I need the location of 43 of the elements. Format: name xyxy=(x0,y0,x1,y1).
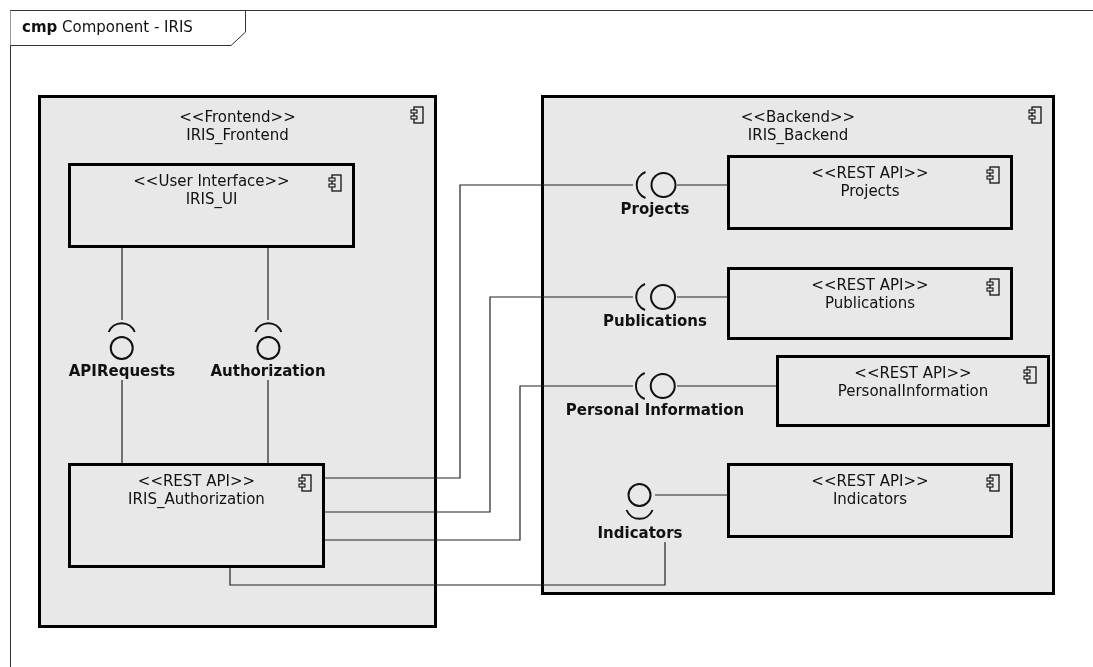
stereotype-label: <<REST API>> xyxy=(137,472,256,490)
interface-label: Personal Information xyxy=(565,401,745,419)
interface-label: Projects xyxy=(620,200,690,218)
connector-line xyxy=(676,385,777,387)
connector-line xyxy=(121,247,123,321)
stereotype-label: <<Backend>> xyxy=(740,108,856,126)
stereotype-label: <<REST API>> xyxy=(811,164,929,182)
component-name: IRIS_UI xyxy=(185,190,238,208)
component-box xyxy=(727,155,1013,230)
interface-label: APIRequests xyxy=(68,362,176,380)
connector-line xyxy=(676,296,728,298)
component-name: IRIS_Authorization xyxy=(128,490,265,508)
component-box xyxy=(727,267,1013,340)
connector-line xyxy=(229,541,666,586)
stereotype-label: <<REST API>> xyxy=(811,472,929,490)
stereotype-label: <<REST API>> xyxy=(811,276,929,294)
connector-line xyxy=(324,184,634,479)
component-name: Publications xyxy=(824,294,916,312)
component-name: Indicators xyxy=(832,490,908,508)
component-box xyxy=(68,163,355,248)
interface-label: Publications xyxy=(603,312,707,330)
connector-line xyxy=(654,494,728,496)
connector-line xyxy=(267,247,269,321)
stereotype-label: <<Frontend>> xyxy=(179,108,296,126)
interface-label: Indicators xyxy=(597,524,683,542)
component-box xyxy=(776,355,1050,427)
diagram-title: cmp Component - IRIS xyxy=(22,18,193,36)
component-name: IRIS_Frontend xyxy=(186,126,289,144)
connector-line xyxy=(267,379,269,464)
connector-line xyxy=(324,385,634,541)
stereotype-label: <<User Interface>> xyxy=(133,172,290,190)
connector-line xyxy=(324,296,634,513)
connector-line xyxy=(676,184,728,186)
component-box xyxy=(68,463,325,568)
component-name: IRIS_Backend xyxy=(747,126,849,144)
container-box xyxy=(38,95,437,628)
stereotype-label: <<REST API>> xyxy=(854,364,972,382)
component-box xyxy=(727,463,1013,538)
interface-label: Authorization xyxy=(210,362,326,380)
container-box xyxy=(541,95,1055,595)
connector-line xyxy=(121,379,123,464)
component-name: Projects xyxy=(840,182,900,200)
component-name: PersonalInformation xyxy=(837,382,989,400)
